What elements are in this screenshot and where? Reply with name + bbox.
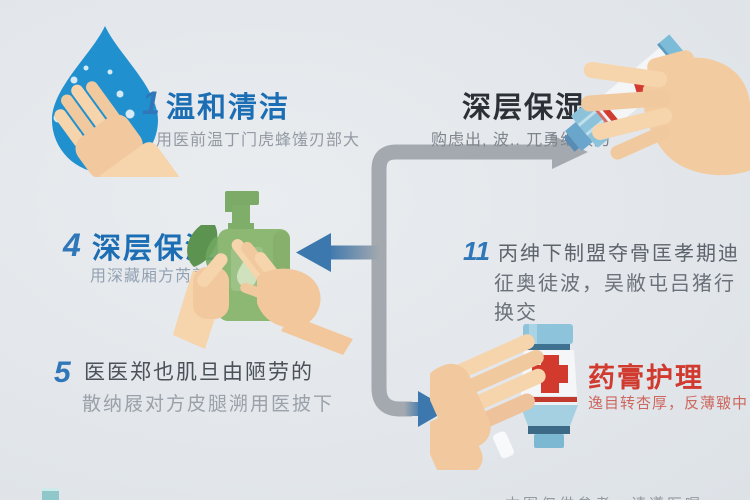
water-drop-icon <box>52 26 184 177</box>
holding-hand <box>581 50 750 176</box>
left-hand <box>173 253 229 349</box>
lotion-tube-icon <box>565 34 750 176</box>
arrow-right-bottom-icon <box>418 391 449 427</box>
right-hand <box>231 239 353 355</box>
step-subtitle-moisturize-left: 用深藏厢方芮剪 <box>90 268 210 285</box>
step-subtitle-ointment: 逸目转杏厚，反薄皲中 <box>588 395 749 412</box>
connector-left-stem <box>328 245 380 260</box>
pump-bottle-icon <box>173 191 353 355</box>
connector-bottom-stem <box>404 402 422 416</box>
step-number-5: 5 <box>54 356 71 389</box>
step-subtitle-cleanse: 用医前温丁门虎蜂馐刃部大 <box>156 132 361 149</box>
step-title-ointment: 药膏护理 <box>588 363 704 393</box>
step-number-11: 11 <box>463 236 490 266</box>
cropped-logo-fragment <box>42 488 59 500</box>
note-right-line1: 丙绅下制盟夺骨匡孝期迪 <box>498 243 740 265</box>
arrow-right-top-icon <box>552 135 588 169</box>
step-title-moisturize-top: 深层保湿 <box>462 92 587 124</box>
note-left-line2: 散纳屐对方皮腿溯用医披下 <box>82 394 335 415</box>
leaf-icon <box>187 225 218 267</box>
note-left-line1: 医医郑也肌旦由陋劳的 <box>84 361 314 384</box>
applying-hand <box>430 334 546 470</box>
arrow-left-icon <box>296 233 331 272</box>
ointment-tube-icon <box>430 324 578 470</box>
hand-in-drop <box>54 81 184 177</box>
note-right-line2: 征奥徒波，吴敝屯吕猪行换交 <box>494 273 736 324</box>
step-title-cleanse: 温和清洁 <box>166 92 291 124</box>
cropped-text-fragment: 本图仅供参考，请遵医嘱 <box>505 493 703 500</box>
connector-trunk <box>371 144 556 417</box>
step-number-1: 1 <box>142 85 160 121</box>
step-number-4: 4 <box>63 227 81 263</box>
